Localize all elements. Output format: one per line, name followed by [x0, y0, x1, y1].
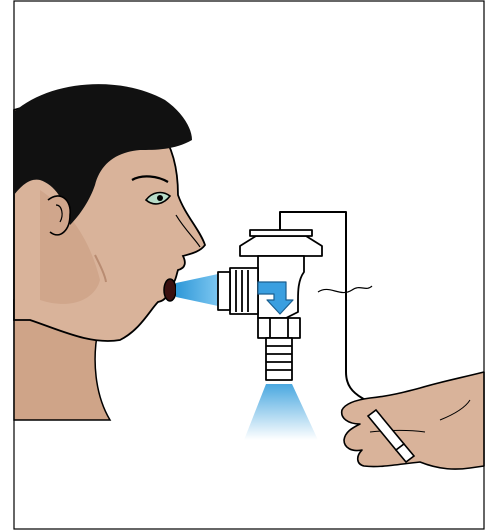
expansion-valve-illustration: [0, 0, 489, 531]
illustration-frame: [0, 0, 489, 531]
